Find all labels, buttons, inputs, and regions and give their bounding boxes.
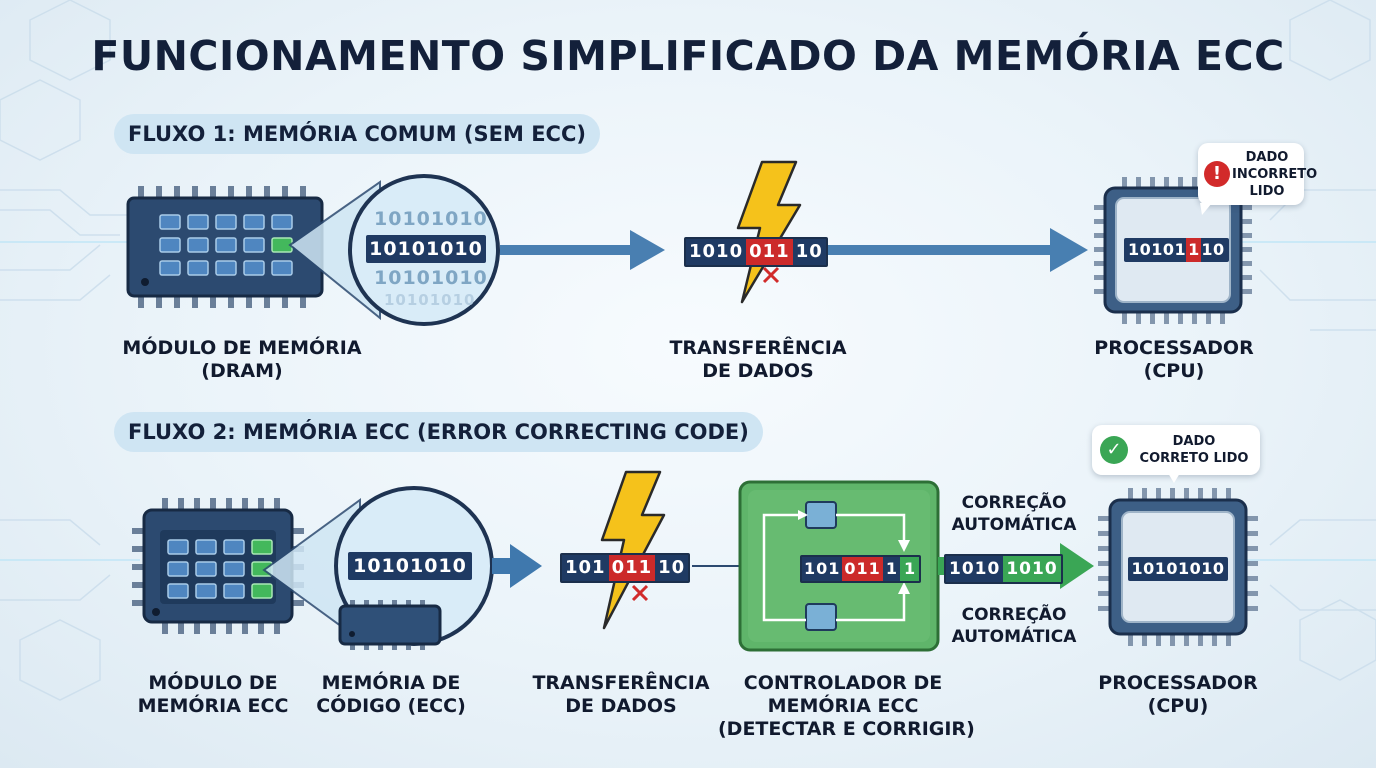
- ecc-code-memory-chip-icon: [338, 600, 442, 650]
- flow1-transfer-bits-ok-b: 10: [792, 239, 826, 265]
- correction-top-line2: AUTOMÁTICA: [951, 515, 1077, 535]
- flow2-transfer-label-line2: DE DADOS: [565, 695, 677, 717]
- flow1-transfer-bits: 1010 011 10: [684, 237, 828, 267]
- flow1-cpu-label-line2: (CPU): [1143, 360, 1205, 382]
- flow2-code-label-line1: MEMÓRIA DE: [321, 672, 461, 694]
- flow1-cpu-bits-error: 1: [1186, 238, 1202, 262]
- flow1-cpu-bits-a: 10101: [1128, 240, 1187, 259]
- flow2-callout-line1: DADO: [1172, 434, 1216, 449]
- flow2-arrow-1: [492, 544, 542, 588]
- controller-bits-ok-a: 101: [802, 557, 843, 581]
- flow1-transfer-bits-ok-a: 1010: [686, 239, 747, 265]
- flow1-transfer-label-line2: DE DADOS: [702, 360, 814, 382]
- corrected-bits-b: 1010: [1003, 556, 1061, 582]
- ecc-module-icon: [132, 498, 304, 634]
- flow2-transfer-bits-ok-a: 101: [562, 555, 609, 581]
- flow2-error-x-icon: [631, 584, 649, 602]
- flow2-lightning-icon: [600, 470, 666, 630]
- flow1-heading: FLUXO 1: MEMÓRIA COMUM (SEM ECC): [114, 114, 600, 154]
- flow1-arrow-1: [500, 230, 665, 270]
- flow1-zoom-bits-bottom: 10101010: [374, 267, 488, 289]
- flow1-cpu-bits: 10101 1 10: [1124, 238, 1229, 262]
- flow1-transfer-label-line1: TRANSFERÊNCIA: [669, 337, 847, 359]
- correction-bottom-line1: CORREÇÃO: [961, 605, 1067, 625]
- check-circle-icon: ✓: [1100, 436, 1128, 464]
- corrected-bits-a: 1010: [946, 556, 1004, 582]
- flow1-callout-line2: INCORRETO: [1232, 167, 1318, 182]
- flow2-module-label: MÓDULO DE MEMÓRIA ECC: [128, 672, 298, 718]
- flow2-module-label-line1: MÓDULO DE: [148, 672, 278, 694]
- flow2-controller-label-line1: CONTROLADOR DE: [743, 672, 943, 694]
- flow1-transfer-bits-error: 011: [746, 239, 793, 265]
- page-title: FUNCIONAMENTO SIMPLIFICADO DA MEMÓRIA EC…: [91, 32, 1285, 80]
- flow2-controller-label-line2: MEMÓRIA ECC: [767, 695, 919, 717]
- flow2-cpu-label: PROCESSADOR (CPU): [1078, 672, 1278, 718]
- correction-top-line1: CORREÇÃO: [961, 493, 1067, 513]
- flow2-controller-label-line3: (DETECTAR E CORRIGIR): [718, 718, 975, 740]
- flow2-transfer-label: TRANSFERÊNCIA DE DADOS: [516, 672, 726, 718]
- flow1-module-label: MÓDULO DE MEMÓRIA (DRAM): [112, 337, 372, 383]
- flow2-transfer-bits-ok-b: 10: [655, 555, 689, 581]
- flow1-error-x-icon: [762, 266, 780, 284]
- flow2-transfer-label-line1: TRANSFERÊNCIA: [532, 672, 710, 694]
- flow2-module-label-line2: MEMÓRIA ECC: [137, 695, 289, 717]
- flow2-cpu-bits: 10101010: [1128, 557, 1228, 581]
- flow2-cpu-label-line1: PROCESSADOR: [1098, 672, 1258, 694]
- flow2-code-label-line2: CÓDIGO (ECC): [316, 695, 466, 717]
- flow2-zoom-bits: 10101010: [348, 552, 472, 580]
- flow1-callout-incorrect: ! DADO INCORRETO LIDO: [1198, 143, 1318, 205]
- flow1-transfer-label: TRANSFERÊNCIA DE DADOS: [648, 337, 868, 383]
- flow1-module-label-line1: MÓDULO DE MEMÓRIA: [122, 337, 362, 359]
- controller-bits-ok-b: 1: [882, 557, 900, 581]
- flow1-cpu-bits-b: 10: [1201, 240, 1225, 259]
- flow1-zoom-bits-faded: 10101010: [384, 291, 476, 309]
- flow1-callout-line1: DADO: [1245, 150, 1289, 165]
- flow1-callout-tail: [1200, 203, 1212, 215]
- dram-module-icon: [126, 186, 324, 308]
- corrected-bits: 1010 1010: [944, 554, 1063, 584]
- controller-bits: 101 011 1 1: [800, 555, 922, 583]
- error-alert-icon: !: [1204, 161, 1230, 187]
- flow1-module-label-line2: (DRAM): [201, 360, 283, 382]
- flow2-transfer-bits-error: 011: [608, 555, 656, 581]
- flow2-heading: FLUXO 2: MEMÓRIA ECC (ERROR CORRECTING C…: [114, 412, 763, 452]
- flow1-zoom-bits-top: 10101010: [374, 208, 488, 230]
- flow1-zoom-bits-mid: 10101010: [366, 235, 486, 263]
- flow2-transfer-bits: 101 011 10: [560, 553, 691, 583]
- correction-label-bottom: CORREÇÃO AUTOMÁTICA: [944, 604, 1084, 648]
- flow2-callout-tail: [1168, 473, 1180, 483]
- controller-bits-fix: 1: [899, 557, 920, 581]
- flow1-cpu-label: PROCESSADOR (CPU): [1074, 337, 1274, 383]
- flow1-callout-line3: LIDO: [1249, 184, 1285, 199]
- flow2-controller-label: CONTROLADOR DE MEMÓRIA ECC (DETECTAR E C…: [718, 672, 975, 741]
- flow2-code-label: MEMÓRIA DE CÓDIGO (ECC): [306, 672, 476, 718]
- flow1-arrow-2: [820, 228, 1088, 272]
- flow2-cpu-label-line2: (CPU): [1147, 695, 1209, 717]
- correction-label-top: CORREÇÃO AUTOMÁTICA: [944, 492, 1084, 536]
- controller-bits-error: 011: [842, 557, 883, 581]
- flow2-callout-correct: ✓ DADO CORRETO LIDO: [1092, 425, 1260, 475]
- flow2-callout-line2: CORRETO LIDO: [1139, 451, 1249, 466]
- correction-bottom-line2: AUTOMÁTICA: [951, 627, 1077, 647]
- flow1-cpu-label-line1: PROCESSADOR: [1094, 337, 1254, 359]
